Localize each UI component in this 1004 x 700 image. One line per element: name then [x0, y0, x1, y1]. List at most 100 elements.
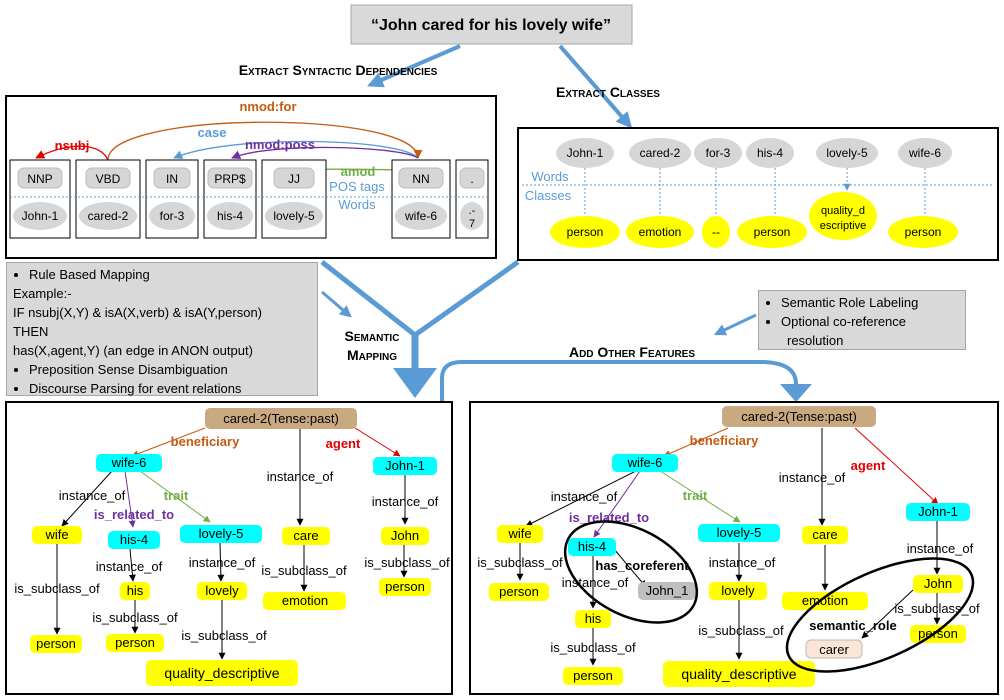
edge-instance-of: instance_of: [562, 575, 629, 590]
sentence-text: “John cared for his lovely wife”: [371, 17, 611, 34]
node-wife-label: wife: [507, 526, 531, 541]
edge-instance-of: instance_of: [551, 489, 618, 504]
edge-instance-of: instance_of: [372, 494, 439, 509]
edge-instance-of: instance_of: [267, 469, 334, 484]
edge-trait: trait: [164, 488, 189, 503]
edge-agent: agent: [851, 458, 886, 473]
node-care-label: care: [812, 527, 837, 542]
node-lovely-label: lovely: [205, 583, 239, 598]
edge-instance-of: instance_of: [907, 541, 974, 556]
rules-bullet: Discourse Parsing for event relations: [29, 379, 317, 398]
node-his-4: [108, 531, 160, 549]
node-john: [913, 575, 963, 593]
node-person-label: person: [385, 579, 425, 594]
classes-panel: John-1 cared-2 for-3 his-4 lovely-5 wife…: [517, 127, 999, 261]
words-caption: Words: [338, 197, 376, 212]
node-care-label: care: [293, 528, 318, 543]
node-quality-descriptive: [663, 661, 815, 687]
class-label: emotion: [639, 225, 682, 239]
node-wife: [497, 525, 543, 543]
class-label: person: [905, 225, 942, 239]
node-person: [563, 667, 623, 685]
dep-word: wife-6: [404, 209, 437, 223]
node-lovely-5: [698, 524, 780, 542]
arc-nmod-poss-label: nmod:poss: [245, 137, 315, 152]
node-john-1: [906, 503, 970, 521]
node-john: [381, 527, 429, 545]
heading-semantic-2: Mapping: [347, 347, 397, 363]
node-john-label: John: [391, 528, 419, 543]
node-carer: [805, 639, 863, 659]
pos-tag: NNP: [27, 172, 52, 186]
pos-tag: JJ: [288, 172, 300, 186]
node-care: [802, 526, 848, 544]
node-root: [205, 408, 357, 429]
node-person: [379, 578, 431, 596]
flow-arrows: [320, 44, 812, 405]
dep-word-period-index: 7: [469, 218, 475, 230]
edge-is-related-to: is_related_to: [569, 510, 649, 525]
class-word: for-3: [706, 146, 731, 160]
edge-is-subclass-of: is_subclass_of: [364, 555, 450, 570]
edge-instance-of: instance_of: [189, 555, 256, 570]
heading-semantic-1: Semantic: [345, 328, 400, 344]
rules-if: IF nsubj(X,Y) & isA(X,verb) & isA(Y,pers…: [13, 305, 263, 320]
node-john-label: John: [924, 576, 952, 591]
edge-agent: agent: [326, 436, 361, 451]
edge-is-subclass-of: is_subclass_of: [14, 581, 100, 596]
node-person: [106, 634, 164, 652]
classes-classes-caption: Classes: [525, 188, 572, 203]
node-person-label: person: [36, 636, 76, 651]
edge-instance-of: instance_of: [779, 470, 846, 485]
dependency-panel: nmod:for nsubj case nmod:poss amod NNP V…: [5, 95, 497, 259]
dep-word: for-3: [160, 209, 185, 223]
class-label: --: [712, 225, 720, 239]
node-his: [575, 610, 611, 628]
semantic-graph-left: beneficiary agent instance_of instance_o…: [5, 401, 453, 695]
pos-tag: VBD: [96, 172, 121, 186]
edge-is-subclass-of: is_subclass_of: [261, 563, 347, 578]
node-wife-6: [612, 454, 678, 472]
edge-instance-of: instance_of: [59, 488, 126, 503]
node-person: [30, 635, 82, 653]
edge-is-subclass-of: is_subclass_of: [92, 610, 178, 625]
pos-caption: POS tags: [329, 179, 385, 194]
node-quality-descriptive-label: quality_descriptive: [681, 666, 796, 682]
coref-highlight: [563, 520, 699, 624]
classes-words-caption: Words: [531, 169, 569, 184]
node-lovely: [197, 582, 247, 600]
rules-bullet: Rule Based Mapping: [29, 265, 317, 284]
rules-example: Example:-: [13, 286, 72, 301]
pos-tag: .: [470, 172, 473, 186]
node-lovely-5-label: lovely-5: [717, 525, 762, 540]
class-word: John-1: [567, 146, 604, 160]
edge-is-subclass-of: is_subclass_of: [550, 640, 636, 655]
node-his-4: [568, 538, 616, 556]
dep-word: cared-2: [88, 209, 129, 223]
features-bullet-continuation: resolution: [787, 333, 844, 348]
node-wife-6-label: wife-6: [111, 455, 147, 470]
node-care: [282, 527, 330, 545]
node-quality-descriptive: [146, 660, 298, 686]
edge-semantic-role: semantic_role: [809, 618, 896, 633]
class-word: lovely-5: [826, 146, 868, 160]
class-label: person: [567, 225, 604, 239]
node-wife-label: wife: [44, 527, 68, 542]
node-john-ref: [638, 582, 696, 600]
edge-is-subclass-of: is_subclass_of: [477, 555, 563, 570]
rules-bullet: Preposition Sense Disambiguation: [29, 360, 317, 379]
heading-syntactic: Extract Syntactic Dependencies: [239, 62, 438, 78]
node-john-1: [373, 457, 437, 475]
edge-is-subclass-of: is_subclass_of: [181, 628, 267, 643]
node-john-1-label: John-1: [385, 458, 425, 473]
arc-nsubj-label: nsubj: [55, 138, 90, 153]
features-bullet: Semantic Role Labeling: [781, 293, 965, 312]
node-lovely-5-label: lovely-5: [199, 526, 244, 541]
node-his-label: his: [585, 611, 602, 626]
node-john-1-label: John-1: [918, 504, 958, 519]
node-root: [722, 406, 876, 427]
node-person-label: person: [499, 584, 539, 599]
features-callout: Semantic Role Labeling Optional co-refer…: [758, 290, 966, 350]
pos-tag: NN: [412, 172, 429, 186]
rules-then: THEN: [13, 324, 49, 339]
